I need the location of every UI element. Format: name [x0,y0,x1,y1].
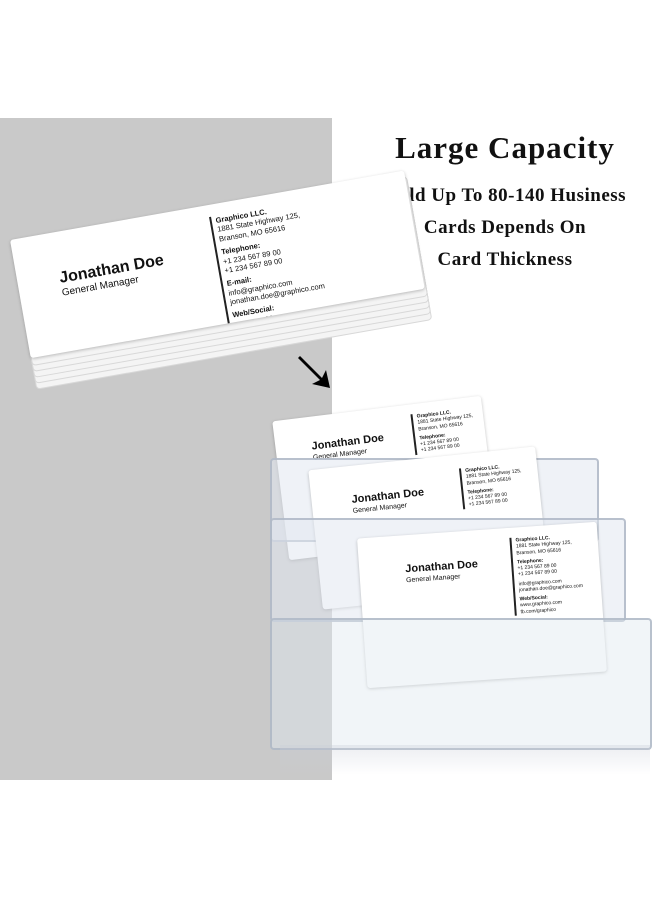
holder-front-tier [270,618,652,750]
headline-subtitle: Hold Up To 80-140 Husiness Cards Depends… [350,180,660,276]
card-name: Jonathan Doe [404,558,479,576]
headline-line-3: Card Thickness [437,249,573,270]
headline-block: Large Capacity Hold Up To 80-140 Husines… [350,130,660,276]
card-name: Jonathan Doe [351,486,425,506]
card-contact-block: Graphico LLC. 1881 State Highway 125, Br… [410,406,477,455]
card-contact-block: Graphico LLC. 1881 State Highway 125, Br… [458,462,525,509]
acrylic-card-holder: Jonathan Doe General Manager Graphico LL… [270,380,660,760]
headline-title: Large Capacity [395,130,615,165]
headline-line-2: Cards Depends On [423,217,587,238]
arrow-down-right-icon [298,356,330,388]
card-role: General Manager [405,573,461,585]
headline-line-1: Hold Up To 80-140 Husiness [383,185,627,206]
holder-reflection [280,745,650,775]
card-contact-block: Graphico LLC. 1881 State Highway 125, Br… [509,533,585,616]
